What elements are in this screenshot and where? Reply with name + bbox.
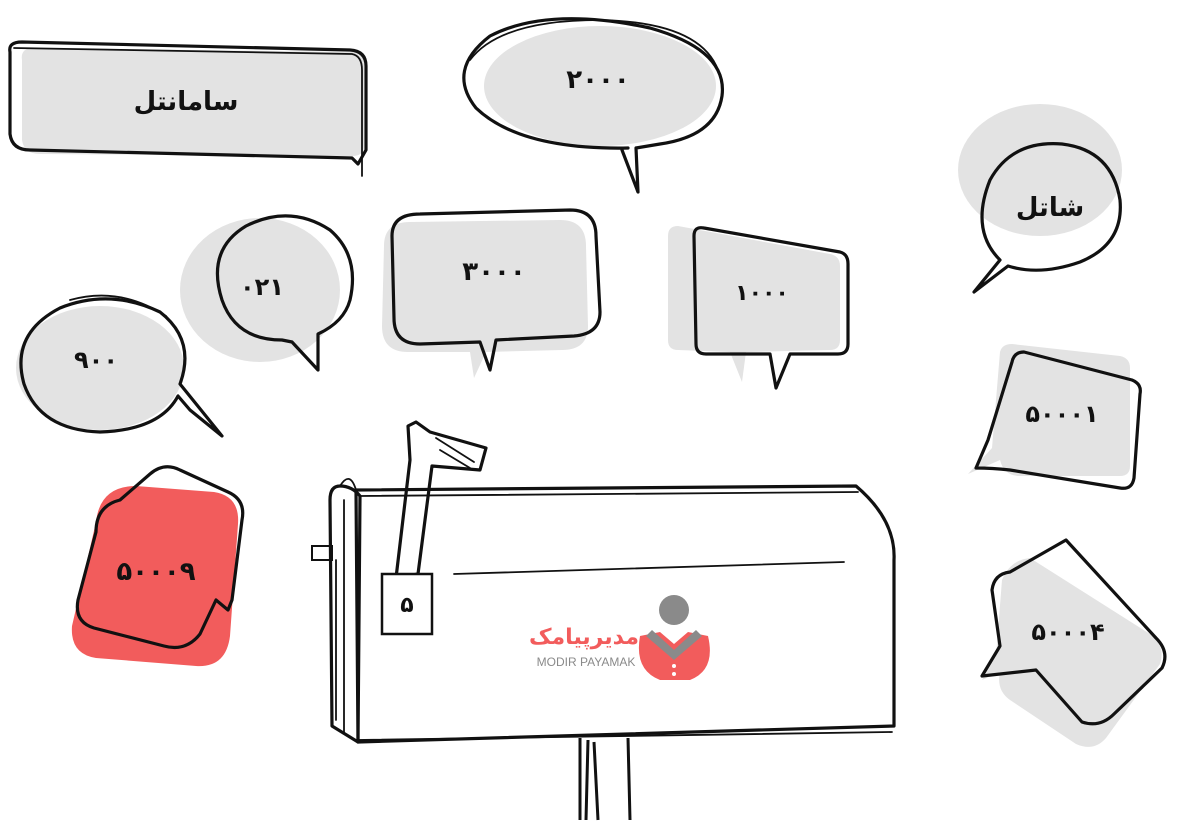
mailbox: ۵ (311, 420, 896, 821)
mailbox-door (328, 484, 362, 744)
bubble-samantel: سامانتل (8, 40, 368, 177)
bubble-900-label: ۹۰۰ (74, 346, 118, 374)
mailbox-tag-number: ۵ (400, 593, 413, 618)
bubble-1000-label: ۱۰۰۰ (735, 281, 789, 306)
bubble-3000-label: ۳۰۰۰ (462, 257, 525, 287)
mailbox-body (354, 484, 896, 744)
bubble-50004-label: ۵۰۰۰۴ (1031, 618, 1104, 646)
mailbox-post (578, 737, 632, 821)
bubble-50001: ۵۰۰۰۱ (968, 344, 1142, 490)
bubble-2000: ۲۰۰۰ (462, 17, 724, 194)
bubble-50004: ۵۰۰۰۴ (980, 538, 1167, 747)
mailbox-flag-tag (380, 572, 434, 636)
bubble-50009: ۵۰۰۰۹ (71, 465, 245, 667)
logo-name-fa: مدیرپیامک (529, 625, 639, 650)
bubble-3000: ۳۰۰۰ (382, 208, 602, 378)
bubble-2000-label: ۲۰۰۰ (566, 65, 629, 95)
mailbox-flag (394, 420, 488, 580)
bubble-900: ۹۰۰ (16, 294, 224, 438)
bubble-samantel-label: سامانتل (134, 87, 239, 117)
bubble-shatel: شاتل (958, 104, 1122, 294)
bubble-1000: ۱۰۰۰ (668, 226, 850, 390)
bubble-shatel-label: شاتل (1016, 193, 1084, 223)
bubble-021-label: ۰۲۱ (240, 273, 284, 301)
bubble-50009-label: ۵۰۰۰۹ (116, 557, 195, 587)
brand-logo: مدیرپیامک MODIR PAYAMAK (529, 595, 710, 680)
mailbox-latch (311, 545, 333, 561)
bubble-50001-label: ۵۰۰۰۱ (1025, 400, 1098, 428)
bubble-021: ۰۲۱ (180, 214, 355, 372)
logo-mascot-head (659, 595, 689, 625)
logo-name-en: MODIR PAYAMAK (537, 655, 636, 669)
